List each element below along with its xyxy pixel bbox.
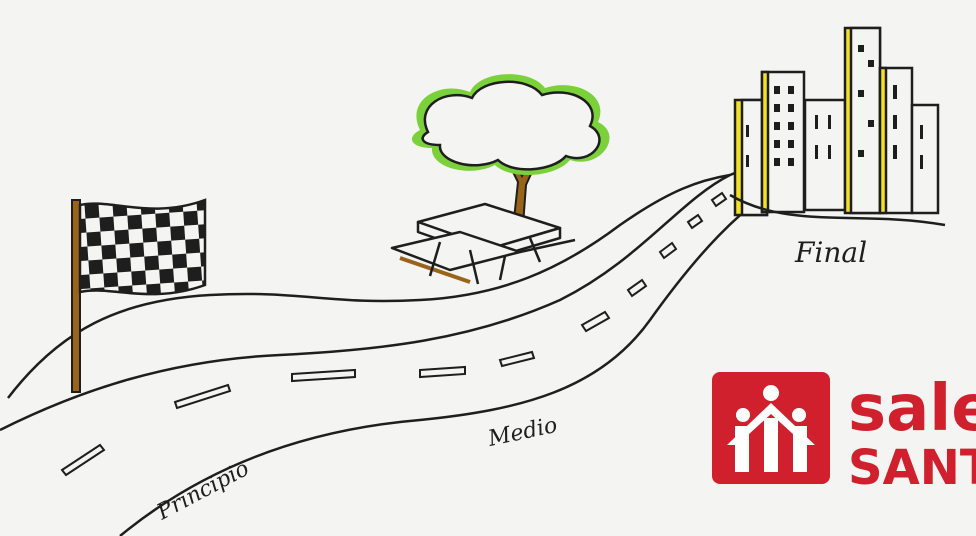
picnic-table-icon <box>392 204 575 284</box>
city-buildings-icon <box>730 28 945 225</box>
label-final: Final <box>794 236 867 269</box>
logo-city: SANT <box>848 440 976 496</box>
organization-logo: sale SANT <box>712 372 976 496</box>
label-medio: Medio <box>485 413 560 452</box>
label-principio: Principio <box>152 456 253 526</box>
flag-cloth <box>80 200 205 294</box>
logo-word: sale <box>848 372 976 446</box>
tree-canopy <box>423 82 600 170</box>
